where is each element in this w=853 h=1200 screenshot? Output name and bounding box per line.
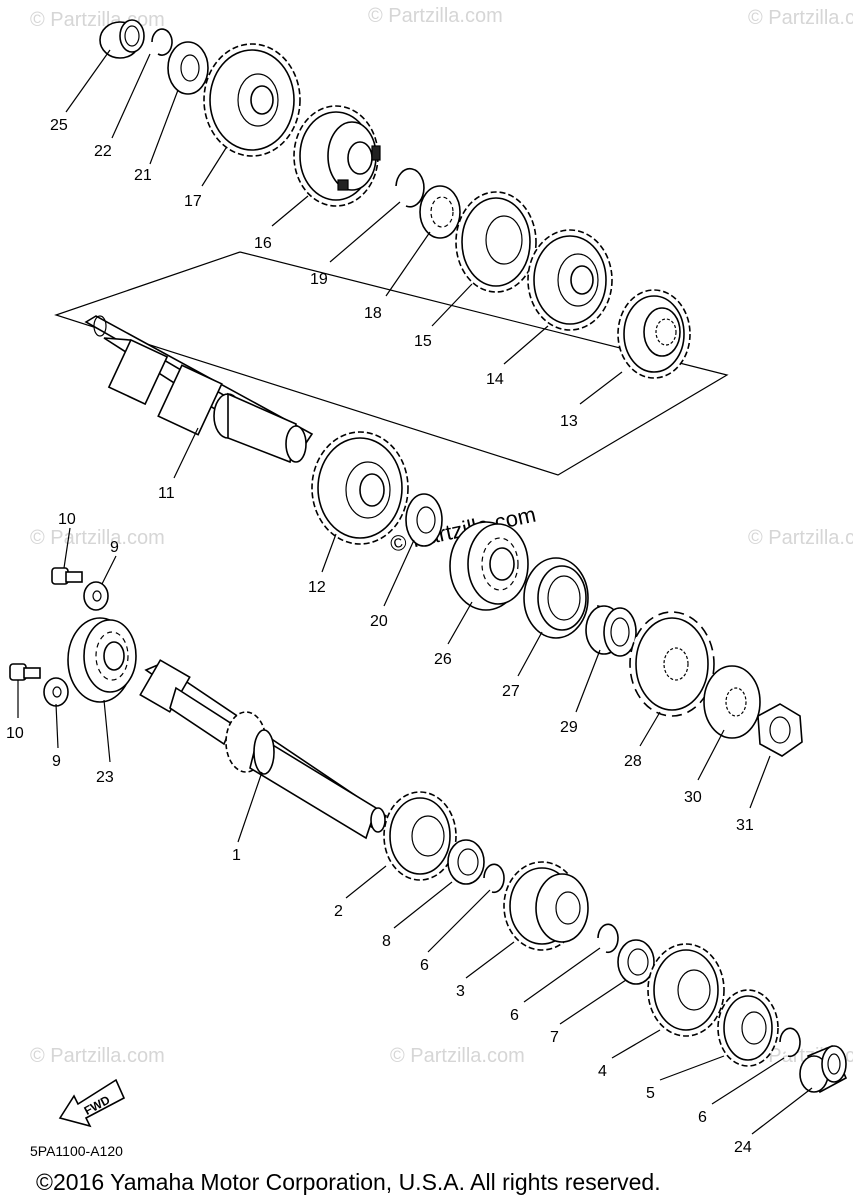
callout-15: 15 bbox=[414, 333, 432, 350]
callout-10-upper: 10 bbox=[58, 511, 76, 528]
callout-17: 17 bbox=[184, 193, 202, 210]
part-28-drive-sprocket bbox=[629, 611, 715, 717]
part-13-gear bbox=[617, 289, 691, 379]
part-30-lock-washer bbox=[703, 665, 761, 739]
part-5-gear bbox=[717, 989, 779, 1067]
part-16-gear bbox=[293, 105, 381, 207]
part-9-washer-upper bbox=[83, 581, 109, 611]
part-21-washer bbox=[167, 41, 209, 95]
callout-5: 5 bbox=[646, 1085, 655, 1102]
callout-19: 19 bbox=[310, 271, 328, 288]
callout-13: 13 bbox=[560, 413, 578, 430]
callout-7: 7 bbox=[550, 1029, 559, 1046]
part-7-washer bbox=[617, 939, 655, 985]
part-24-needle-bearing bbox=[799, 1044, 848, 1094]
part-31-nut bbox=[757, 703, 803, 757]
watermark-top-right: © Partzilla.com bbox=[748, 7, 853, 29]
part-9-washer-lower bbox=[43, 677, 69, 707]
copyright-notice: ©2016 Yamaha Motor Corporation, U.S.A. A… bbox=[36, 1169, 661, 1195]
callout-8: 8 bbox=[382, 933, 391, 950]
callout-18: 18 bbox=[364, 305, 382, 322]
callout-28: 28 bbox=[624, 753, 642, 770]
callout-14: 14 bbox=[486, 371, 504, 388]
part-2-gear bbox=[383, 791, 457, 881]
callout-20: 20 bbox=[370, 613, 388, 630]
part-15-gear bbox=[455, 191, 537, 293]
watermark-bottom-center: © Partzilla.com bbox=[390, 1045, 525, 1067]
part-20-washer bbox=[405, 493, 443, 547]
callout-3: 3 bbox=[456, 983, 465, 1000]
callout-9-upper: 9 bbox=[110, 539, 119, 556]
part-26-bearing bbox=[449, 521, 529, 611]
watermark-bottom-left: © Partzilla.com bbox=[30, 1045, 165, 1067]
callout-21: 21 bbox=[134, 167, 152, 184]
callout-6-a: 6 bbox=[420, 957, 429, 974]
part-25-needle-bearing bbox=[99, 19, 145, 59]
part-6-circlip-a bbox=[483, 863, 505, 894]
part-27-oil-seal bbox=[523, 557, 589, 639]
part-17-gear bbox=[203, 43, 301, 157]
part-6-circlip-c bbox=[779, 1027, 801, 1058]
callout-22: 22 bbox=[94, 143, 112, 160]
watermark-mid-right: © Partzilla.com bbox=[748, 527, 853, 549]
callout-11: 11 bbox=[158, 485, 175, 502]
part-3-gear bbox=[503, 861, 589, 951]
callout-26: 26 bbox=[434, 651, 452, 668]
callout-2: 2 bbox=[334, 903, 343, 920]
part-22-circlip bbox=[151, 28, 173, 56]
assembly-bracket bbox=[54, 251, 729, 476]
watermarks: © Partzilla.com © Partzilla.com © Partzi… bbox=[30, 5, 853, 1067]
callout-31: 31 bbox=[736, 817, 754, 834]
part-4-gear bbox=[647, 943, 725, 1037]
part-12-gear bbox=[311, 431, 409, 545]
callout-12: 12 bbox=[308, 579, 326, 596]
callout-4: 4 bbox=[598, 1063, 607, 1080]
callout-29: 29 bbox=[560, 719, 578, 736]
part-11-main-axle bbox=[84, 315, 314, 464]
callout-25: 25 bbox=[50, 117, 68, 134]
callout-1: 1 bbox=[232, 847, 241, 864]
part-6-circlip-b bbox=[597, 923, 619, 954]
callout-16: 16 bbox=[254, 235, 272, 252]
watermark-top-center: © Partzilla.com bbox=[368, 5, 503, 27]
callout-27: 27 bbox=[502, 683, 520, 700]
callout-30: 30 bbox=[684, 789, 702, 806]
part-29-collar bbox=[585, 604, 637, 657]
fwd-arrow-icon: FWD bbox=[58, 1078, 126, 1128]
callout-numbers: 25 22 21 17 16 19 18 15 14 13 11 12 20 2… bbox=[6, 117, 754, 1156]
part-14-gear bbox=[527, 229, 613, 331]
part-8-washer bbox=[447, 839, 485, 885]
callout-10-lower: 10 bbox=[6, 725, 24, 742]
diagram-code: 5PA1100-A120 bbox=[30, 1143, 123, 1159]
part-18-toothed-washer bbox=[419, 185, 461, 239]
callout-23: 23 bbox=[96, 769, 114, 786]
callout-6-c: 6 bbox=[698, 1109, 707, 1126]
part-19-circlip bbox=[395, 167, 425, 208]
callout-9-lower: 9 bbox=[52, 753, 61, 770]
callout-6-b: 6 bbox=[510, 1007, 519, 1024]
part-10-bolt-upper bbox=[51, 567, 83, 585]
leader-lines bbox=[17, 49, 813, 1135]
part-23-bearing bbox=[67, 617, 137, 703]
watermark-top-left: © Partzilla.com bbox=[30, 9, 165, 31]
callout-24: 24 bbox=[734, 1139, 752, 1156]
watermark-mid-left: © Partzilla.com bbox=[30, 527, 165, 549]
part-10-bolt-lower bbox=[9, 663, 41, 681]
part-1-drive-axle bbox=[139, 659, 388, 840]
